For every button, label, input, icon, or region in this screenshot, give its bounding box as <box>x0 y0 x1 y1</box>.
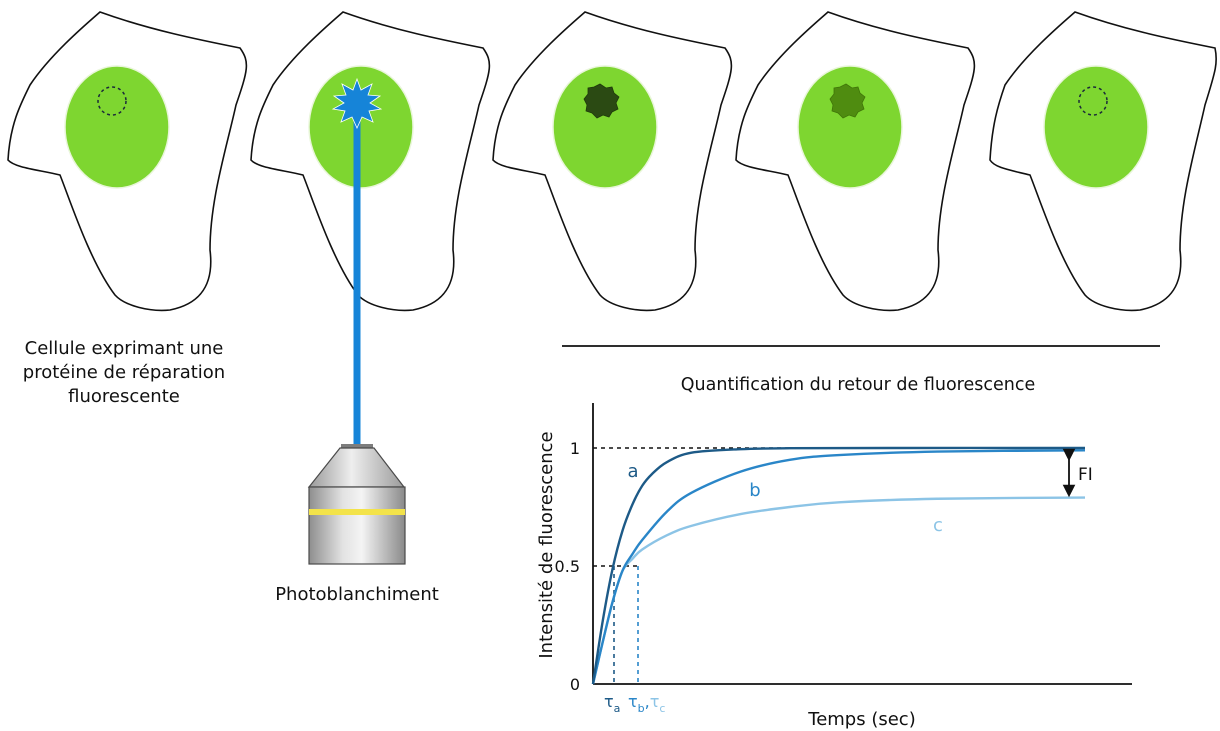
series-labels: a b c <box>627 461 942 536</box>
microscope-objective-icon <box>307 444 406 565</box>
series-label-b: b <box>749 480 760 501</box>
guide-lines <box>593 447 1075 684</box>
cell-caption-line-3: fluorescente <box>68 386 180 407</box>
bleached-spot-medium <box>829 83 866 119</box>
nucleus <box>797 65 903 189</box>
cell-caption-line-2: protéine de réparation <box>23 362 225 383</box>
roi-circle <box>1078 86 1108 116</box>
bleached-spot-dark <box>583 83 620 119</box>
curve-b <box>591 449 1086 685</box>
nucleus <box>1043 65 1149 189</box>
y-tick-label: 1 <box>570 439 580 458</box>
series-label-a: a <box>627 461 638 482</box>
fi-label: FI <box>1078 465 1093 485</box>
microscope-caption: Photoblanchiment <box>275 584 439 605</box>
cell-4-recovering <box>735 11 976 312</box>
y-tick-label: 0 <box>570 675 580 694</box>
cell-caption-line-1: Cellule exprimant une <box>25 338 224 359</box>
objective-yellow-band <box>309 509 405 515</box>
nucleus <box>64 65 170 189</box>
series-label-c: c <box>933 515 943 536</box>
cell-5-recovered <box>989 11 1218 312</box>
laser-burst-icon <box>331 77 383 129</box>
y-tick-labels: 00.51 <box>555 439 580 694</box>
recovery-chart: Quantification du retour de fluorescence… <box>536 375 1132 730</box>
y-axis-label: Intensité de fluorescence <box>536 431 557 658</box>
tau-a-label: τa <box>604 692 620 715</box>
cell-3-after-bleach <box>492 11 733 312</box>
recovery-curves <box>591 446 1086 685</box>
y-tick-label: 0.5 <box>555 557 580 576</box>
nucleus <box>308 65 414 189</box>
nucleus <box>552 65 658 189</box>
curve-c <box>591 496 1086 685</box>
cell-2-bleaching <box>250 11 491 446</box>
x-axis-label: Temps (sec) <box>807 709 915 730</box>
chart-title: Quantification du retour de fluorescence <box>681 375 1035 395</box>
roi-circle <box>97 86 127 116</box>
tau-bc-label: τb,τc <box>628 692 665 715</box>
curve-a <box>591 446 1086 685</box>
cell-1-before <box>7 11 248 312</box>
